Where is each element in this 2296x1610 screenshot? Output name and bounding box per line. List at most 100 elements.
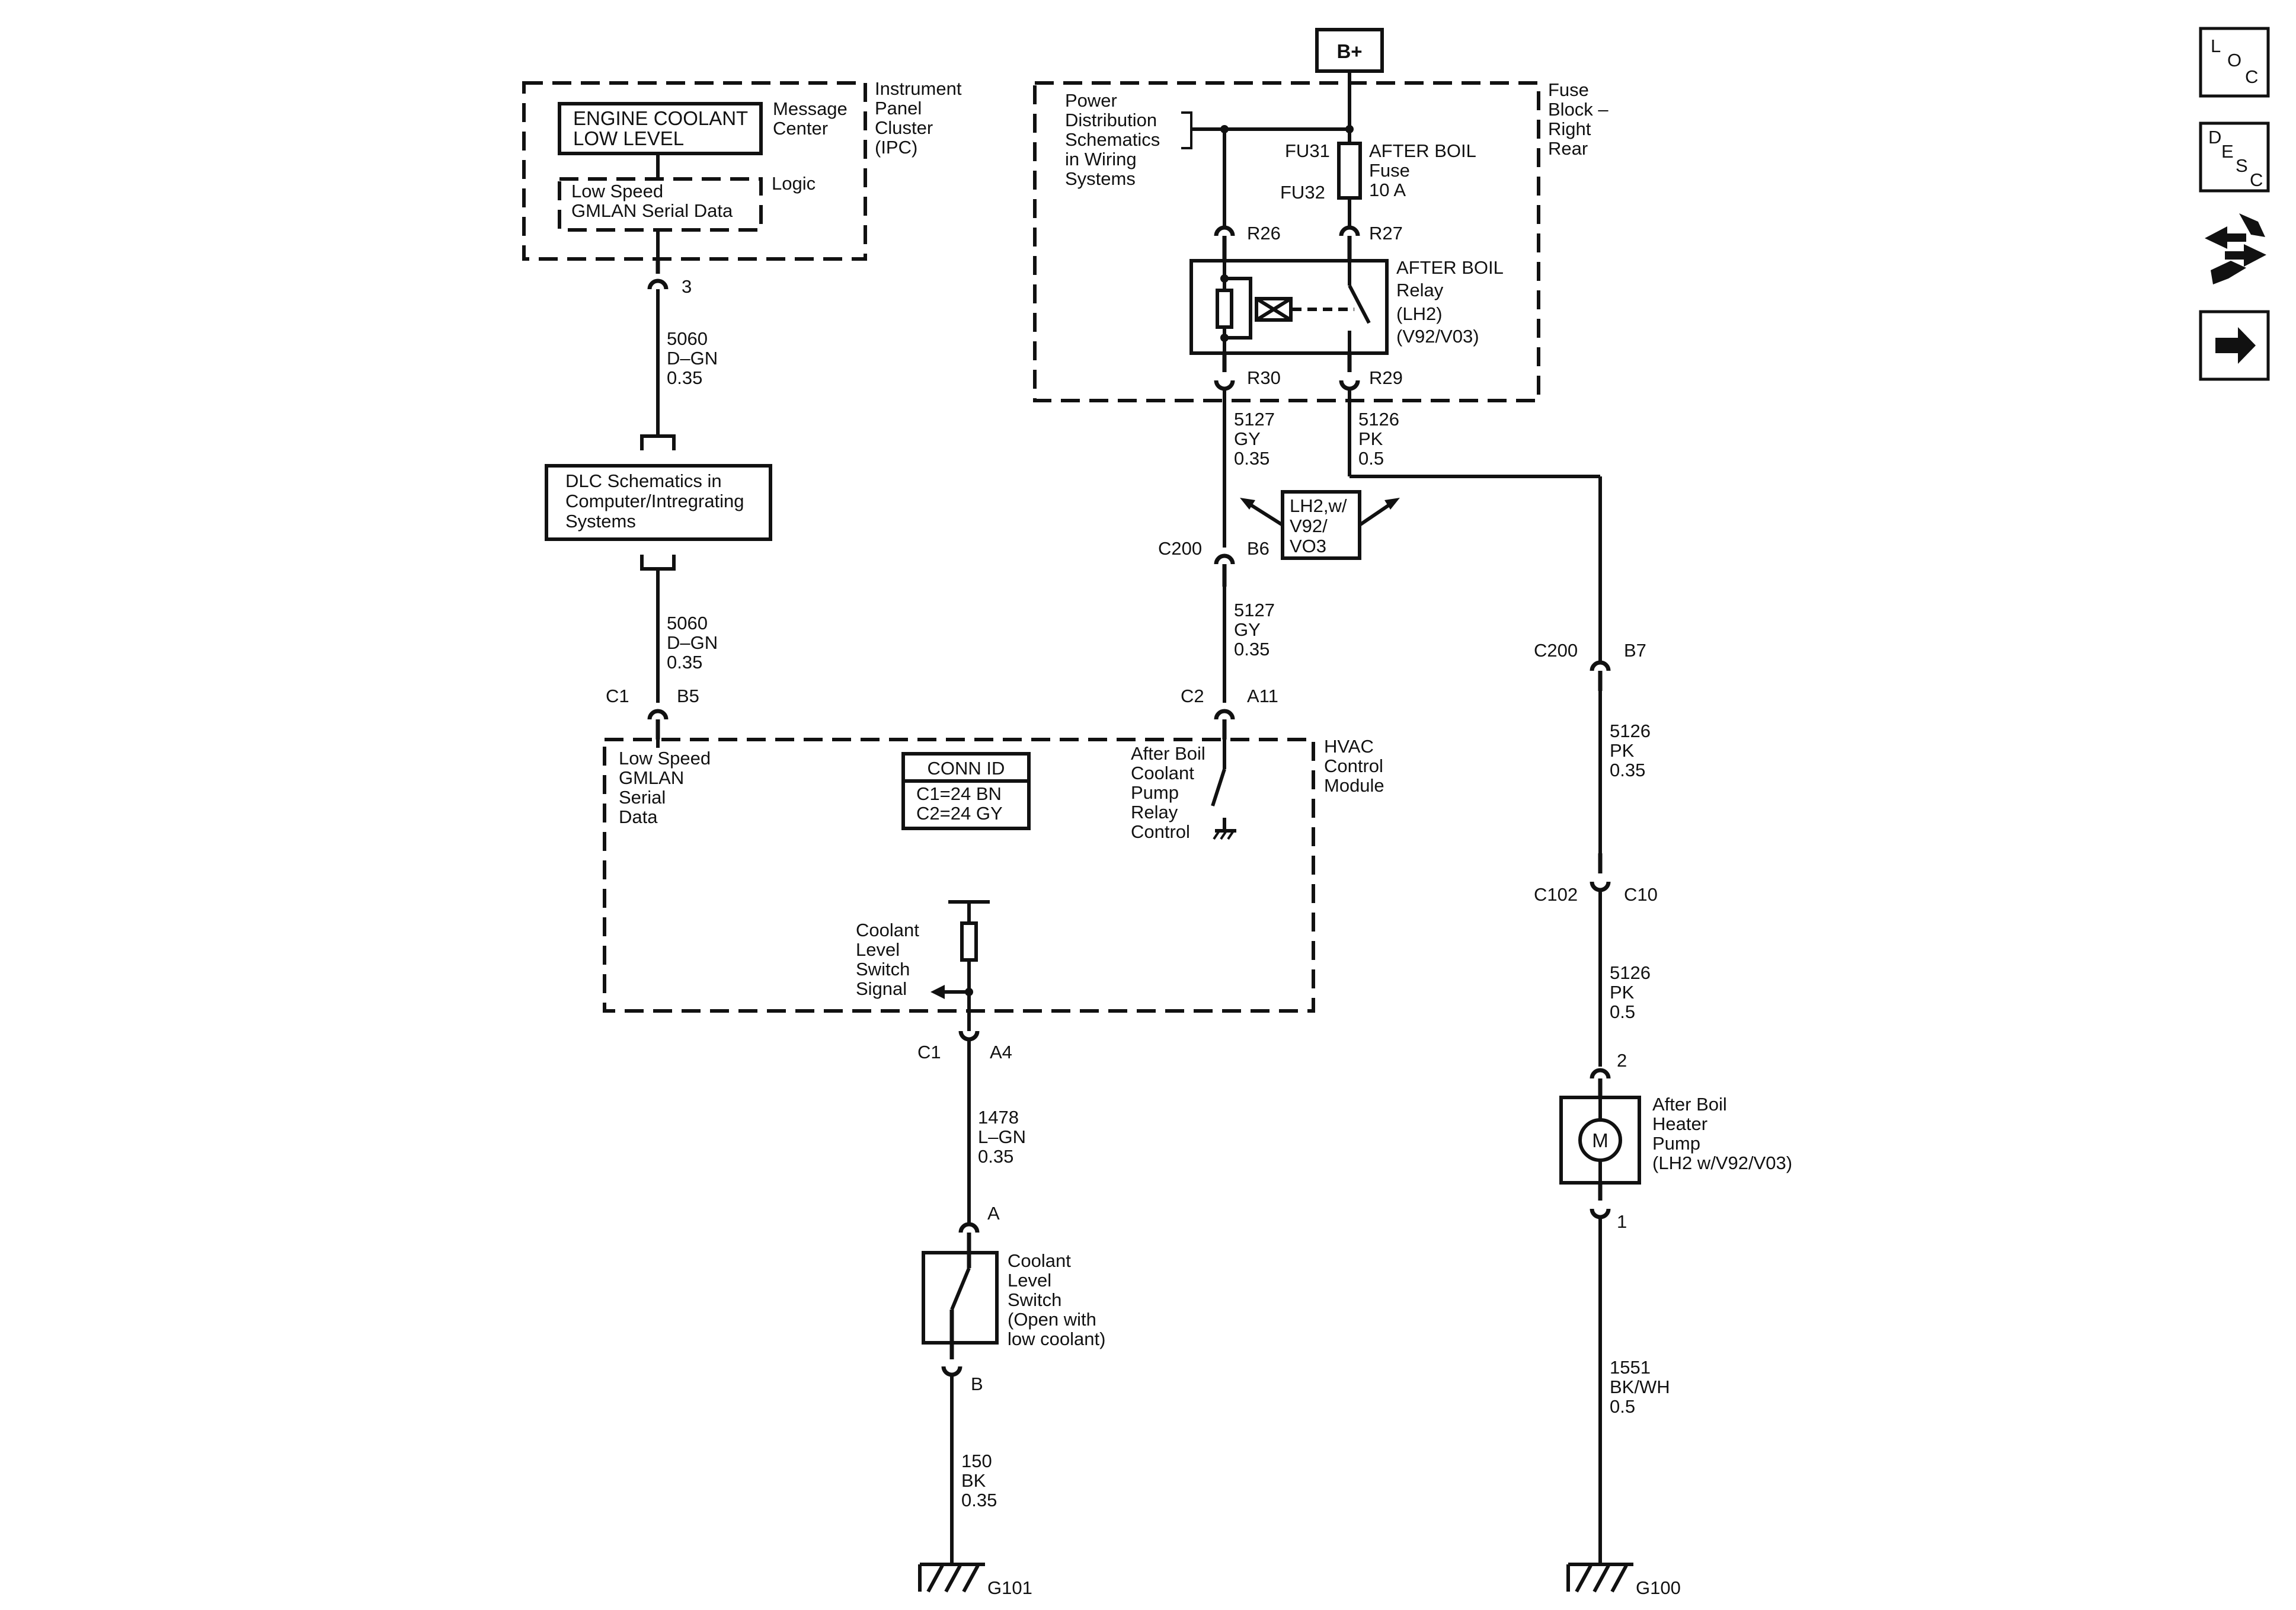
- relay-label: AFTER BOIL: [1396, 257, 1504, 278]
- ipc-title-line: Cluster: [875, 117, 933, 138]
- pin-label: R30: [1247, 367, 1281, 388]
- svg-text:Instrument: Instrument: [875, 78, 962, 99]
- switch-label: low coolant): [1008, 1329, 1105, 1349]
- option-line: LH2,w/: [1290, 495, 1347, 516]
- wire-label: PK: [1610, 982, 1635, 1003]
- ground-g100: G100: [1566, 1563, 1681, 1598]
- pump-label: Heater: [1652, 1113, 1707, 1134]
- fuse-label: Fuse: [1369, 160, 1410, 181]
- pin-label: A: [987, 1203, 1000, 1224]
- next-page-button[interactable]: [2199, 310, 2270, 381]
- serial-data-label: GMLAN: [619, 767, 684, 788]
- svg-text:(IPC): (IPC): [875, 137, 917, 158]
- serial-data-label: Data: [619, 806, 658, 827]
- connector-label: A11: [1247, 686, 1278, 706]
- loc-button[interactable]: L O C: [2199, 27, 2270, 98]
- relay-label: (LH2): [1396, 303, 1443, 324]
- power-note: Power: [1065, 90, 1117, 111]
- repair-tool-icon[interactable]: [2205, 213, 2266, 284]
- ground-label: G101: [987, 1577, 1032, 1598]
- ipc-title-line: Instrument: [875, 78, 962, 99]
- hvac-title: Module: [1324, 775, 1384, 796]
- hvac-module: HVAC Control Module Low Speed GMLAN Seri…: [603, 736, 1384, 1031]
- loc-letter: C: [2245, 66, 2258, 87]
- power-note: Schematics: [1065, 129, 1160, 150]
- logic-box: [558, 177, 763, 232]
- relay-coil: [1216, 289, 1233, 329]
- relay-control-label: Control: [1131, 821, 1190, 842]
- fuse-block-title: Rear: [1548, 138, 1588, 159]
- power-note: Systems: [1065, 168, 1136, 189]
- fuse-id: FU32: [1280, 182, 1325, 203]
- wire-label: 1551: [1610, 1357, 1651, 1378]
- desc-letter: E: [2221, 141, 2234, 162]
- connector-c2-a11: C2 A11: [1181, 686, 1278, 740]
- pump-label: (LH2 w/V92/V03): [1652, 1153, 1792, 1173]
- connector-label: B7: [1624, 640, 1646, 661]
- connector-label: C1: [917, 1042, 941, 1062]
- desc-button[interactable]: D E S C: [2199, 121, 2270, 193]
- loc-letter: O: [2227, 50, 2241, 71]
- right-arrow-icon: [2215, 327, 2256, 364]
- connector-label: C102: [1534, 884, 1578, 905]
- pin-label: R27: [1369, 223, 1403, 244]
- wire-label: BK/WH: [1610, 1377, 1670, 1397]
- fuse-block-title: Right: [1548, 119, 1591, 139]
- connector-label: C10: [1624, 884, 1658, 905]
- wire-label: 0.5: [1358, 448, 1384, 469]
- wire-label: D–GN: [667, 632, 718, 653]
- wire-label: D–GN: [667, 348, 718, 369]
- switch-signal-label: Switch: [856, 959, 910, 980]
- switch-signal-label: Coolant: [856, 920, 919, 940]
- pin-label: 2: [1617, 1050, 1627, 1071]
- desc-letter: S: [2236, 155, 2248, 176]
- fuse-label: AFTER BOIL: [1369, 140, 1476, 161]
- wire-label: 5127: [1234, 409, 1275, 430]
- connector-label: B5: [677, 686, 699, 706]
- desc-letter: C: [2250, 169, 2263, 190]
- after-boil-pump: 2 M 1 After Boil Heater Pump (LH2 w/V92/…: [1559, 1050, 1792, 1232]
- fuse-block-title: Fuse: [1548, 79, 1589, 100]
- dlc-line: DLC Schematics in: [565, 470, 722, 491]
- dlc-line: Systems: [565, 511, 636, 532]
- fuse-block-title: Block –: [1548, 99, 1609, 120]
- pin-label: 3: [682, 276, 692, 297]
- logic-line: GMLAN Serial Data: [571, 200, 733, 221]
- hvac-title: Control: [1324, 756, 1383, 776]
- connector-label: C1: [606, 686, 629, 706]
- wire-label: PK: [1358, 428, 1383, 449]
- connector-label: C200: [1534, 640, 1578, 661]
- fuse-symbol: [1337, 142, 1362, 200]
- coolant-level-switch: A B Coolant Level Switch (Open with low …: [922, 1203, 1105, 1394]
- connector-c200-b6: C200 B6: [1158, 538, 1269, 587]
- option-note: LH2,w/ V92/ VO3: [1240, 490, 1400, 560]
- power-note: in Wiring: [1065, 149, 1137, 169]
- wire-label: PK: [1610, 740, 1635, 761]
- svg-text:Panel: Panel: [875, 98, 922, 119]
- connector-c200-b7: C200 B7: [1534, 640, 1646, 691]
- logic-line: Low Speed: [571, 181, 663, 201]
- ipc-title-line: (IPC): [875, 137, 917, 158]
- supply-label: B+: [1336, 40, 1362, 62]
- serial-data-label: Serial: [619, 787, 666, 808]
- connector-label: B6: [1247, 538, 1269, 559]
- wire-label: 0.5: [1610, 1001, 1635, 1022]
- relay-label: (V92/V03): [1396, 326, 1479, 347]
- wire-label: 0.35: [978, 1146, 1013, 1167]
- wire-label: 0.35: [1234, 448, 1269, 469]
- wire-label: 0.35: [1610, 760, 1645, 780]
- wire-label: 5126: [1610, 962, 1651, 983]
- connector-label: C200: [1158, 538, 1202, 559]
- desc-letter: D: [2208, 127, 2221, 148]
- switch-signal-label: Level: [856, 939, 900, 960]
- ground-g101: G101: [918, 1563, 1032, 1598]
- serial-data-label: Low Speed: [619, 748, 711, 769]
- option-line: VO3: [1290, 536, 1326, 556]
- switch-label: (Open with: [1008, 1309, 1096, 1330]
- dlc-line: Computer/Intregrating: [565, 491, 744, 511]
- relay-control-label: Pump: [1131, 782, 1179, 803]
- message-line: ENGINE COOLANT: [573, 107, 748, 129]
- fuse-block: Fuse Block – Right Rear Power Distributi…: [1033, 79, 1609, 402]
- message-line: LOW LEVEL: [573, 127, 684, 149]
